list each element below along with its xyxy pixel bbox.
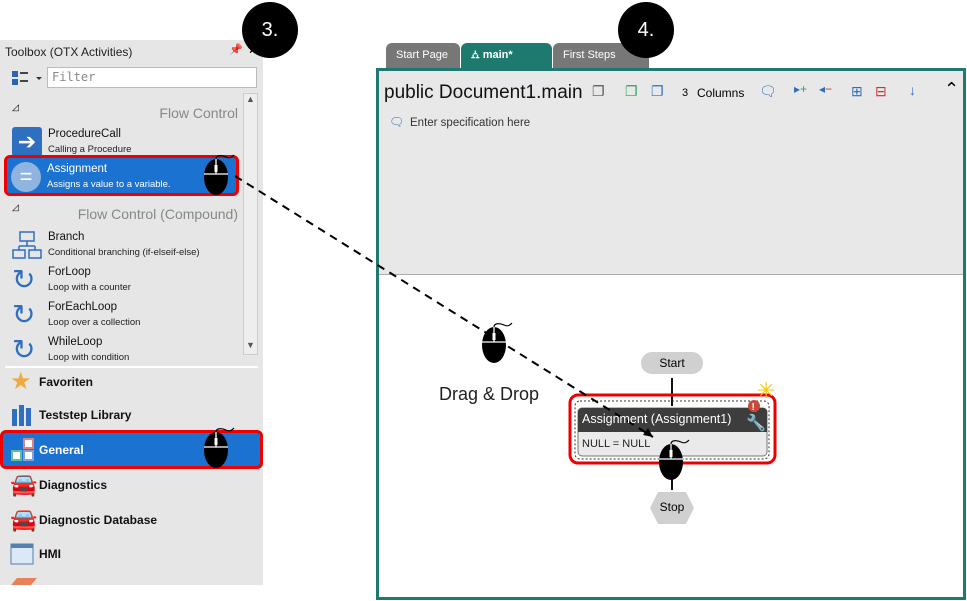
category-favoriten[interactable]: ★ Favoriten bbox=[10, 368, 94, 395]
procedure-title: public Document1.main bbox=[384, 82, 583, 103]
mouse-cursor-icon bbox=[204, 154, 235, 195]
collapse-all-icon[interactable]: ❐ bbox=[592, 83, 605, 99]
library-icon bbox=[10, 403, 34, 427]
group-header: Flow Control bbox=[159, 105, 238, 121]
splitter[interactable] bbox=[5, 366, 258, 368]
columns-label[interactable]: Columns bbox=[697, 86, 745, 100]
mouse-cursor-icon bbox=[659, 439, 690, 480]
comment-icon[interactable]: 🗨 bbox=[759, 83, 777, 99]
error-icon bbox=[748, 400, 760, 412]
stop-node-label: Stop bbox=[659, 500, 685, 514]
toolbox-panel: Toolbox (OTX Activities) 📌 ✕ Filter ◿ Fl… bbox=[0, 40, 263, 585]
loop-icon: ↻ bbox=[12, 264, 36, 295]
drag-drop-label: Drag & Drop bbox=[439, 384, 540, 404]
toolbox-title: Toolbox (OTX Activities) bbox=[5, 45, 133, 59]
category-hmi[interactable]: HMI bbox=[0, 537, 263, 571]
mouse-cursor-icon bbox=[482, 322, 513, 363]
add-box-icon[interactable]: ⊞ bbox=[851, 83, 863, 99]
mouse-cursor-icon bbox=[204, 427, 235, 468]
svg-text:!: ! bbox=[752, 402, 755, 413]
remove-column-icon[interactable]: ◂− bbox=[819, 82, 833, 96]
tab-first-steps[interactable]: First Steps bbox=[553, 43, 649, 69]
filter-input[interactable]: Filter bbox=[47, 67, 257, 88]
step-badge-4: 4. bbox=[618, 2, 674, 58]
step-badge-3: 3. bbox=[242, 2, 298, 58]
scrollbar[interactable]: ▲ ▼ bbox=[243, 93, 258, 355]
group-header: Flow Control (Compound) bbox=[77, 206, 238, 222]
start-node[interactable]: Start bbox=[641, 352, 703, 374]
equals-icon: = bbox=[11, 162, 41, 192]
loop-icon: ↻ bbox=[12, 334, 36, 365]
general-icon bbox=[11, 438, 35, 462]
arrow-right-icon: ➔ bbox=[12, 127, 42, 157]
category-diagnostic-database[interactable]: 🚘 Diagnostic Database bbox=[10, 507, 158, 532]
pin-icon[interactable]: 📌 bbox=[229, 44, 243, 56]
loop-icon: ↻ bbox=[12, 299, 36, 330]
columns-count[interactable]: 3 bbox=[682, 87, 689, 99]
node-body: NULL = NULL bbox=[582, 438, 651, 450]
hierarchy-icon: ⛼ bbox=[471, 49, 483, 61]
view-mode-icon[interactable] bbox=[12, 71, 42, 90]
new-sparkle-icon: ✳ bbox=[757, 379, 775, 404]
add-column-icon[interactable]: ▸+ bbox=[794, 82, 808, 96]
editor-header: public Document1.main ❐ ❐ ❐ 3 Columns 🗨 … bbox=[379, 71, 963, 275]
activity-procedurecall[interactable]: ➔ ProcedureCall Calling a Procedure bbox=[8, 125, 236, 159]
collapse-icon[interactable]: ◿ bbox=[12, 202, 19, 212]
drag-arrowhead bbox=[643, 428, 653, 437]
activity-foreachloop[interactable]: ↻ ForEachLoop Loop over a collection bbox=[12, 299, 141, 330]
branch-icon bbox=[12, 230, 42, 260]
arrow-down-icon[interactable]: ↓ bbox=[909, 82, 916, 98]
star-icon: ★ bbox=[10, 368, 32, 395]
expand-icon[interactable]: ❐ bbox=[625, 83, 638, 99]
stop-node-shape[interactable] bbox=[650, 492, 694, 524]
window-icon bbox=[10, 542, 34, 566]
node-title: Assignment (Assignment1) bbox=[582, 412, 732, 426]
category-teststep-library[interactable]: Teststep Library bbox=[0, 398, 263, 432]
car-database-icon: 🚘 bbox=[10, 507, 38, 532]
collapse-icon[interactable]: ◿ bbox=[12, 102, 19, 112]
node-header-bg bbox=[578, 408, 767, 432]
wrench-icon[interactable]: 🔧 bbox=[746, 413, 766, 432]
remove-box-icon[interactable]: ⊟ bbox=[875, 83, 887, 99]
tab-start-page[interactable]: Start Page bbox=[386, 43, 460, 69]
activity-whileloop[interactable]: ↻ WhileLoop Loop with condition bbox=[12, 334, 130, 365]
specification-input[interactable]: Enter specification here bbox=[410, 117, 531, 129]
restore-icon[interactable]: ❐ bbox=[651, 83, 664, 99]
activity-assignment[interactable]: = Assignment Assigns a value to a variab… bbox=[4, 155, 239, 196]
activity-branch[interactable]: Branch Conditional branching (if-elseif-… bbox=[8, 228, 236, 262]
chevron-up-icon[interactable]: ⌃ bbox=[944, 79, 960, 99]
tab-main[interactable]: ⛼ main* bbox=[461, 43, 552, 69]
drag-path bbox=[234, 175, 654, 438]
activity-forloop[interactable]: ↻ ForLoop Loop with a counter bbox=[12, 264, 131, 295]
category-diagnostics[interactable]: 🚘 Diagnostics bbox=[10, 472, 108, 497]
car-icon: 🚘 bbox=[10, 472, 38, 497]
comment-icon: 🗨 bbox=[389, 115, 405, 129]
selection-dashed-border bbox=[574, 400, 770, 460]
